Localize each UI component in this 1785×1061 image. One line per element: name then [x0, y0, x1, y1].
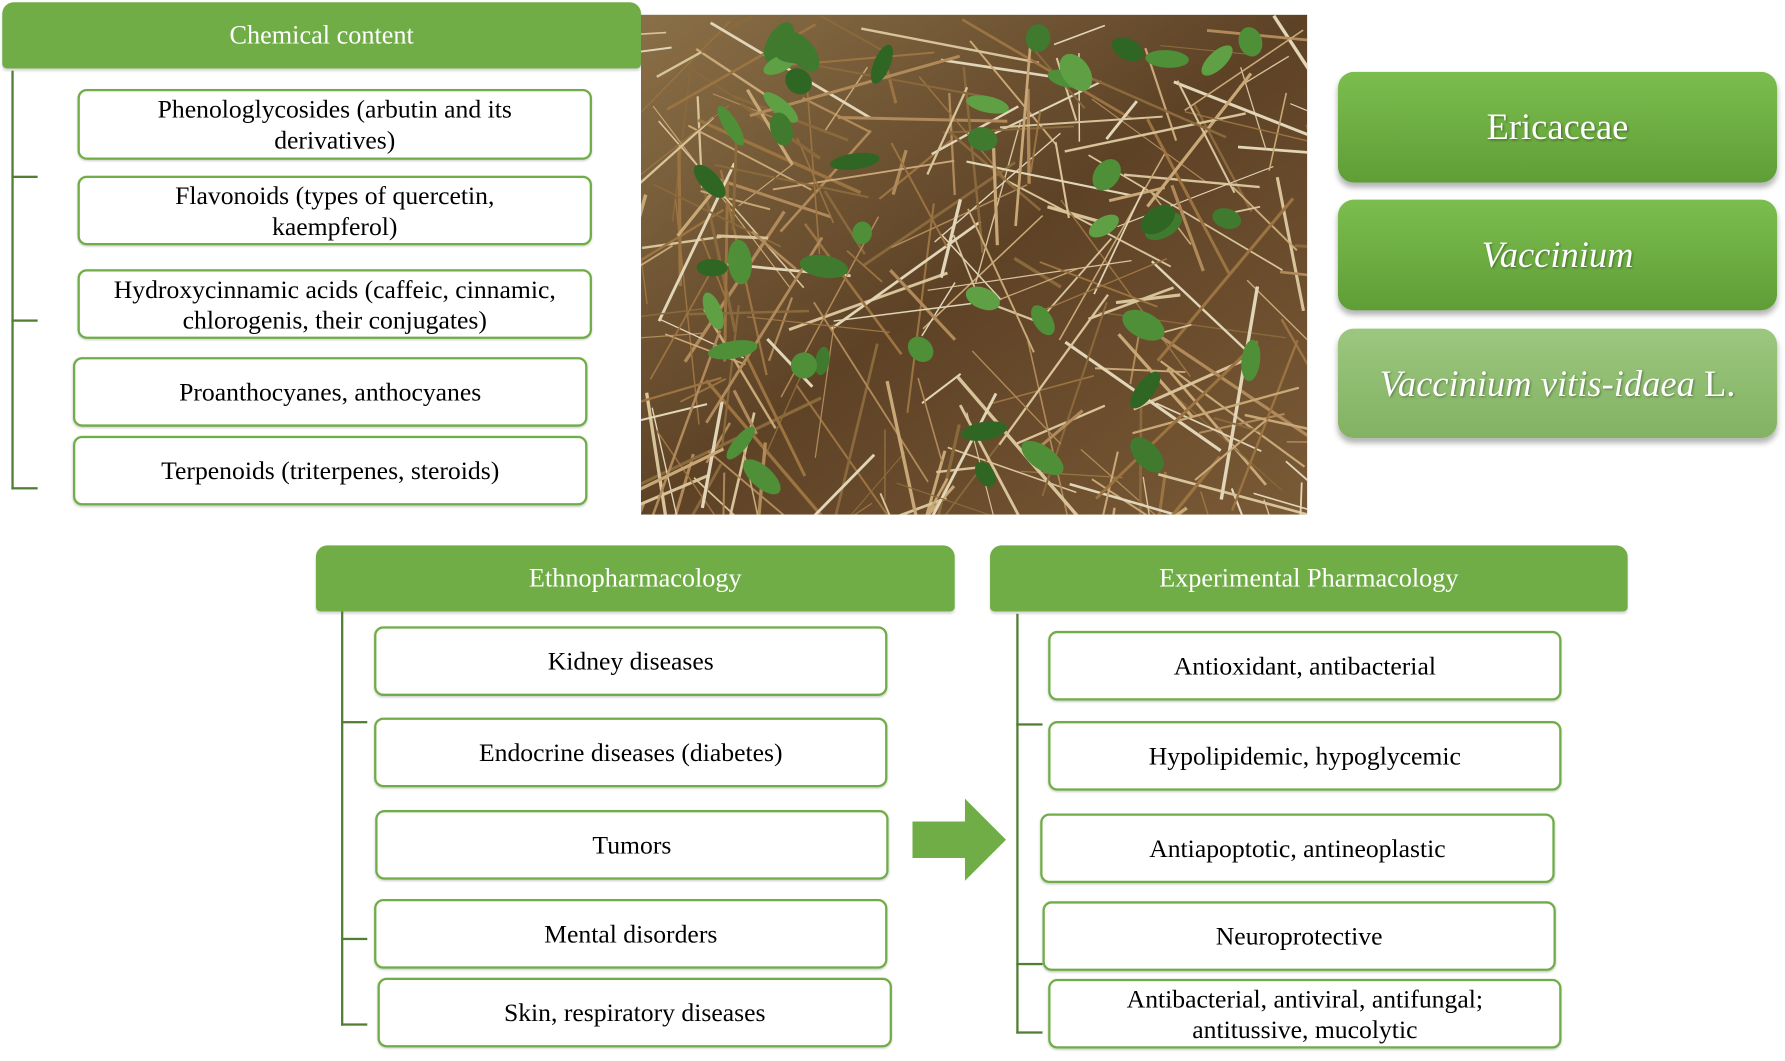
leaf: [1238, 27, 1263, 57]
leaf: [870, 44, 893, 84]
experimental-item: Neuroprotective: [1042, 901, 1556, 971]
leaf: [1130, 371, 1161, 409]
leaf: [830, 152, 880, 170]
experimental-item: Antibacterial, antiviral, antifungal; an…: [1048, 978, 1562, 1049]
leaf: [702, 292, 724, 330]
ethno-item: Kidney diseases: [374, 626, 888, 696]
leaf: [961, 421, 1007, 441]
tree-tick: [341, 937, 368, 941]
leaf: [907, 336, 934, 362]
leaf: [1021, 440, 1064, 476]
leaf: [708, 340, 758, 360]
tree-tick: [341, 721, 368, 724]
leaf: [974, 461, 996, 487]
leaf: [717, 105, 745, 146]
tree-tick: [1016, 1031, 1043, 1034]
leaf: [1140, 204, 1176, 235]
chemical-tree-line: [11, 70, 14, 490]
taxon-family: Ericaceae: [1337, 71, 1778, 183]
species-author: L.: [1694, 362, 1736, 404]
chemical-item: Proanthocyanes, anthocyanes: [72, 357, 588, 427]
leaf: [1092, 159, 1121, 191]
leaf: [784, 31, 820, 72]
chemical-item: Terpenoids (triterpenes, steroids): [72, 435, 588, 506]
leaf: [790, 352, 818, 379]
ethno-item: Tumors: [375, 810, 889, 880]
ethnopharmacology-header: Ethnopharmacology: [315, 545, 955, 612]
ethno-item: Mental disorders: [374, 899, 888, 969]
tree-tick: [1016, 962, 1043, 966]
leaf: [763, 22, 795, 63]
experimental-item: Hypolipidemic, hypoglycemic: [1048, 721, 1562, 791]
chemical-content-header: Chemical content: [2, 2, 642, 69]
leaf: [696, 259, 728, 277]
leaf: [727, 239, 752, 285]
leaf: [966, 95, 1009, 114]
tree-tick: [11, 175, 38, 178]
leaf: [1145, 50, 1189, 68]
leaf: [1122, 309, 1165, 341]
leaf: [785, 68, 812, 95]
leaf: [693, 164, 726, 199]
ethno-item: Skin, respiratory diseases: [377, 977, 892, 1048]
tree-tick: [1016, 723, 1043, 726]
leaf: [799, 254, 848, 279]
lingonberry-plant-photo: [641, 14, 1308, 515]
leaf: [852, 221, 873, 245]
tree-tick: [341, 1023, 368, 1026]
ethno-tree-line: [341, 611, 344, 1026]
leaf: [1130, 437, 1164, 473]
tree-tick: [11, 487, 38, 490]
taxon-genus: Vaccinium: [1337, 199, 1778, 311]
chemical-item: Hydroxycinnamic acids (caffeic, cinnamic…: [77, 269, 592, 339]
leaf: [763, 92, 799, 123]
experimental-item: Antioxidant, antibacterial: [1048, 630, 1562, 701]
leaf: [1212, 208, 1242, 229]
leaf: [965, 286, 1000, 311]
leaf: [1201, 45, 1233, 76]
experimental-tree-line: [1016, 613, 1019, 1034]
leaf: [726, 426, 755, 460]
chemical-item: Phenologlycosides (arbutin and its deriv…: [77, 88, 592, 160]
leaf: [1059, 53, 1093, 91]
ethno-item: Endocrine diseases (diabetes): [374, 717, 888, 788]
leaf: [1241, 339, 1261, 382]
right-arrow-icon: [912, 798, 1007, 881]
leaf: [1111, 37, 1144, 62]
experimental-item: Antiapoptotic, antineoplastic: [1040, 813, 1555, 884]
experimental-pharmacology-header: Experimental Pharmacology: [990, 545, 1628, 612]
leaf: [1025, 24, 1051, 52]
taxon-species: Vaccinium vitis-idaea L.: [1337, 328, 1778, 439]
leaf: [769, 112, 793, 146]
leaf: [814, 346, 830, 376]
leaf: [743, 459, 781, 495]
tree-tick: [11, 319, 38, 322]
leaf: [1088, 214, 1119, 238]
leaf: [1031, 305, 1055, 336]
leaf: [967, 127, 998, 151]
chemical-item: Flavonoids (types of quercetin, kaempfer…: [77, 175, 592, 246]
species-name: Vaccinium vitis-idaea: [1379, 362, 1695, 404]
